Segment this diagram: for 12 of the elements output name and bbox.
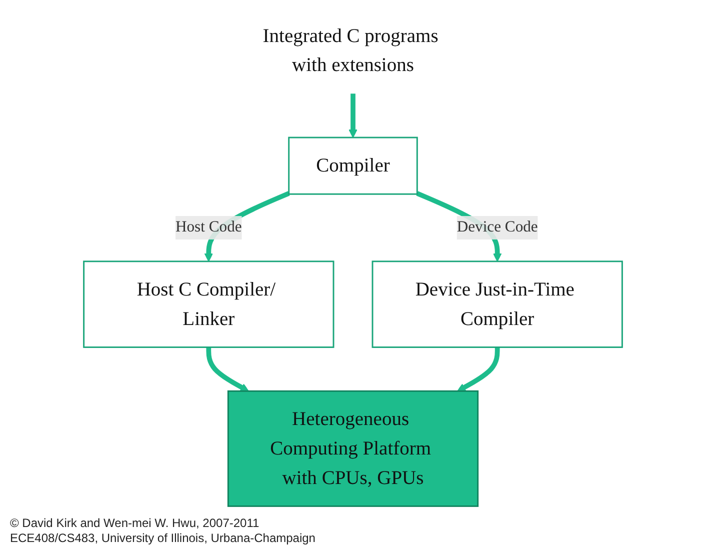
credit-note: ECE408/CS483, University of Illinois, Urbana-Champaign xyxy=(10,531,316,546)
arrow xyxy=(457,347,500,392)
node-box: Host C Compiler/ Linker xyxy=(83,260,334,348)
node-box: Device Just-in-Time Compiler xyxy=(372,260,623,348)
node-box: Heterogeneous Computing Platform with CPUs, GPUs xyxy=(227,390,479,507)
arrow xyxy=(206,347,249,392)
edge-label: Device Code xyxy=(456,218,538,236)
arrow xyxy=(348,94,358,138)
node-box: Compiler xyxy=(288,136,418,195)
edge-label: Host Code xyxy=(175,218,242,236)
credit-note: © David Kirk and Wen-mei W. Hwu, 2007-2011 xyxy=(10,516,260,531)
node-text: Integrated C programs with extensions xyxy=(262,25,438,76)
